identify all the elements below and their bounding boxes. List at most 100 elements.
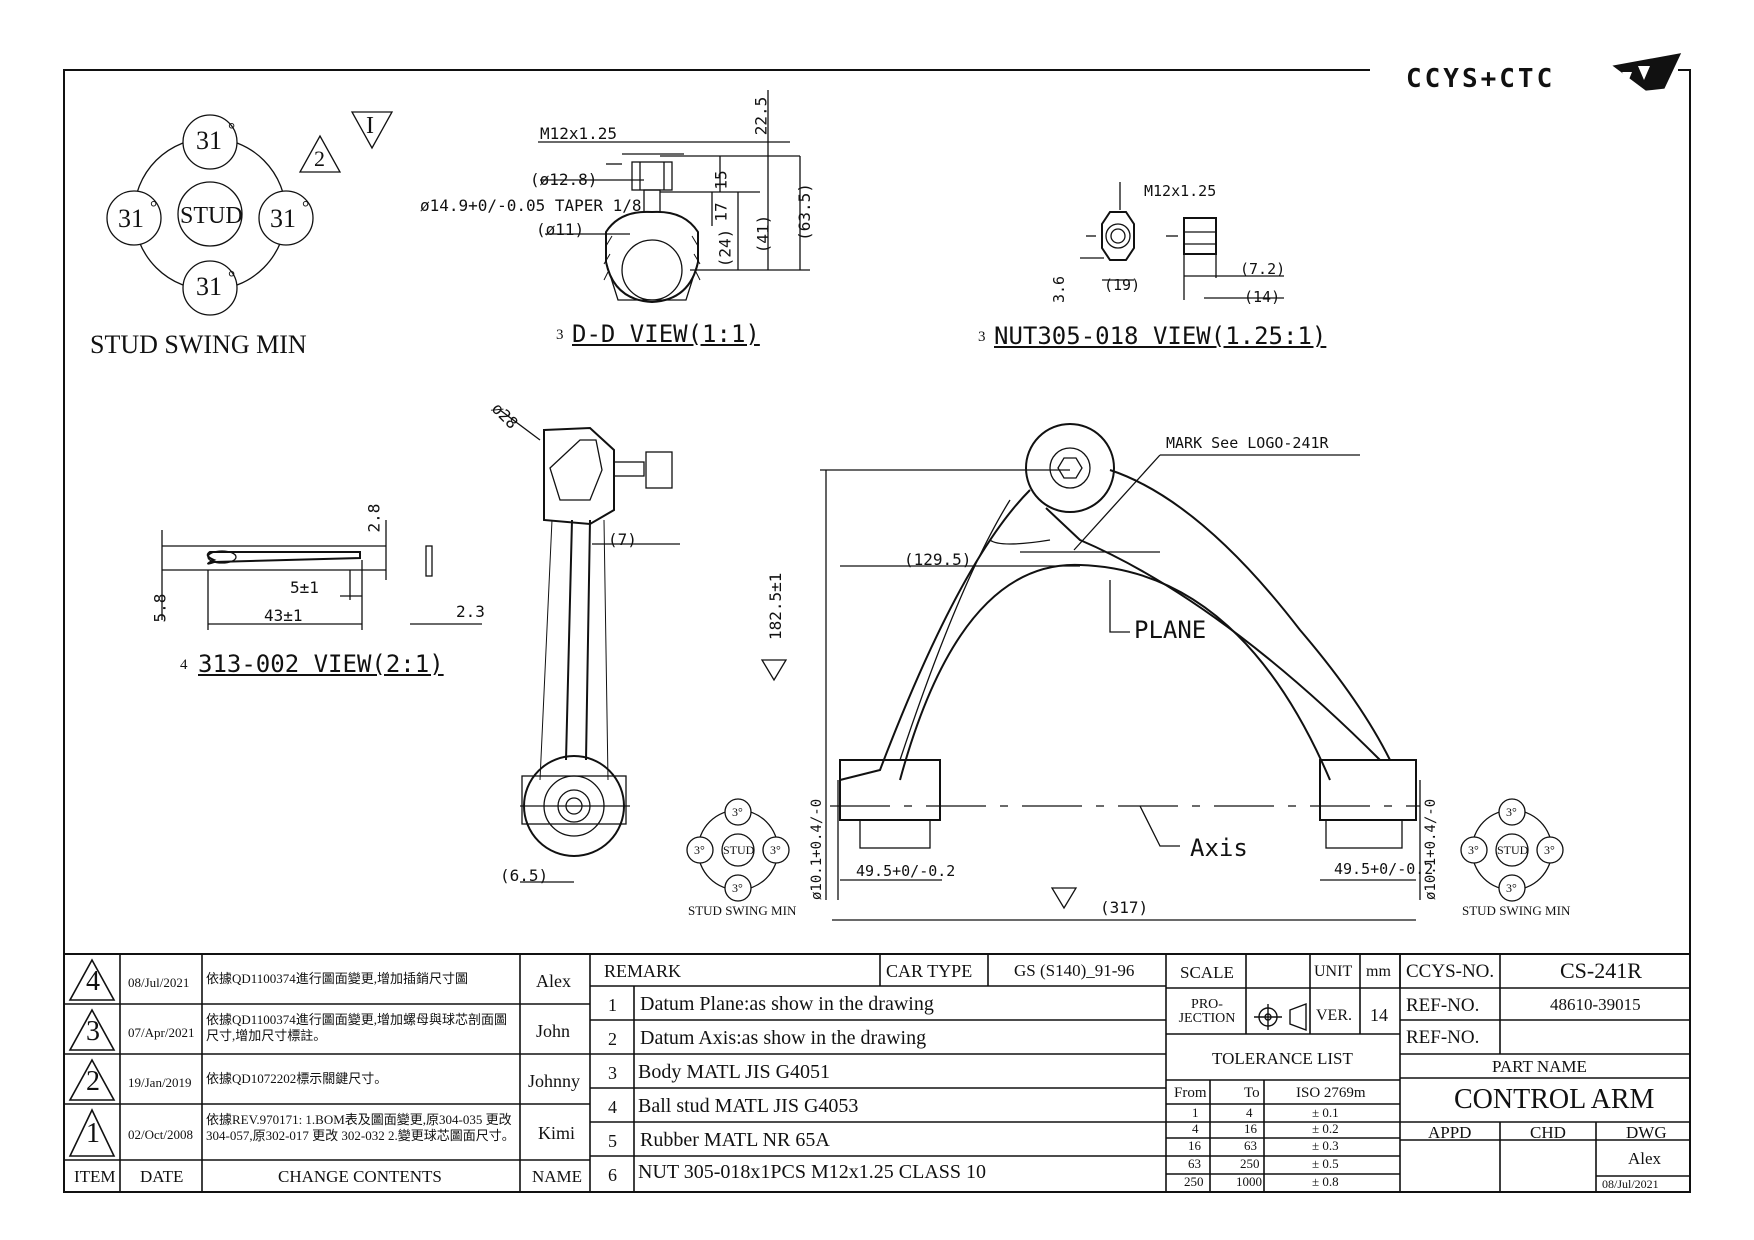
tol-row5-to: 1000: [1236, 1174, 1262, 1189]
main-dim-49-5-left: 49.5+0/-0.2: [856, 862, 956, 880]
rev-change-1: 依據REV.970171: 1.BOM表及圖面變更,原304-035 更改304…: [206, 1112, 515, 1143]
nut-dim-19: (19): [1104, 276, 1141, 294]
main-dim-129-5: (129.5): [904, 550, 972, 569]
rev-item-4: 4: [86, 966, 100, 997]
tol-row3-to: 63: [1244, 1138, 1257, 1153]
tol-row1-tol: ± 0.1: [1312, 1105, 1339, 1120]
remark-no-2: 2: [608, 1029, 617, 1049]
side-dim-6-5: (6.5): [500, 866, 549, 885]
datum-two-top: 2: [314, 146, 325, 171]
small-swing-right-bottom: 3°: [1506, 881, 1517, 895]
axis-label: Axis: [1190, 834, 1248, 862]
tolerance-title: TOLERANCE LIST: [1212, 1049, 1353, 1068]
rev-date-1: 02/Oct/2008: [128, 1127, 193, 1142]
remark-no-6: 6: [608, 1165, 617, 1185]
small-swing-right-top: 3°: [1506, 805, 1517, 819]
ver-value: 14: [1370, 1005, 1388, 1025]
rev-name-4: Alex: [536, 971, 571, 991]
stud-swing-small-right: [1460, 798, 1564, 902]
drawer-name: Alex: [1628, 1149, 1662, 1168]
small-swing-right-left: 3°: [1468, 843, 1479, 857]
rev-change-2: 依據QD1072202標示關鍵尺寸。: [206, 1071, 388, 1086]
drawn-date: 08/Jul/2021: [1602, 1177, 1659, 1191]
rev-change-3: 依據QD1100374進行圖面變更,增加螺母與球芯剖面圖尺寸,增加尺寸標註。: [206, 1012, 508, 1043]
remark-no-4: 4: [608, 1097, 617, 1117]
swing-deg-right: °: [302, 197, 310, 217]
small-swing-left-caption: STUD SWING MIN: [688, 903, 797, 918]
tol-header-to: To: [1244, 1085, 1260, 1101]
ref-label-1: REF-NO.: [1406, 995, 1480, 1016]
remark-text-3: Body MATL JIS G4051: [638, 1061, 831, 1083]
main-dim-dia10-left: ø10.1+0.4/-0: [809, 798, 825, 900]
small-swing-left-right: 3°: [770, 843, 781, 857]
dd-dim-41: (41): [753, 214, 773, 254]
tol-header-iso: ISO 2769m: [1296, 1085, 1366, 1101]
dd-dim-15: 15: [711, 170, 731, 190]
plane-label: PLANE: [1134, 616, 1207, 644]
remark-no-5: 5: [608, 1131, 617, 1151]
small-swing-left-left: 3°: [694, 843, 705, 857]
tol-row3-from: 16: [1188, 1138, 1201, 1153]
tol-row4-tol: ± 0.5: [1312, 1156, 1339, 1171]
nut-dim-thread: M12x1.25: [1144, 182, 1217, 200]
nut-dim-14: (14): [1244, 288, 1281, 306]
rev-name-1: Kimi: [538, 1123, 576, 1143]
projection-label: PRO- JECTION: [1178, 997, 1236, 1026]
scale-label: SCALE: [1180, 963, 1234, 982]
small-swing-left-bottom: 3°: [732, 881, 743, 895]
pin-dim-43: 43±1: [264, 606, 303, 625]
tol-row2-to: 16: [1244, 1121, 1257, 1136]
ccys-label: CCYS-NO.: [1406, 961, 1495, 982]
dd-view-drawing: [538, 90, 810, 304]
main-dim-dia10-right: ø10.1+0.4/-0: [1423, 798, 1439, 900]
dd-view-rev-mark: 3: [556, 327, 564, 343]
dd-dim-taper: ø14.9+0/-0.05 TAPER 1/8: [420, 196, 642, 215]
control-arm-drawing: [820, 423, 1421, 921]
tol-row5-tol: ± 0.8: [1312, 1174, 1339, 1189]
dwg-label: DWG: [1626, 1123, 1667, 1142]
remark-text-4: Ball stud MATL JIS G4053: [638, 1095, 859, 1117]
company-logo-text: CCYS+CTC: [1406, 64, 1556, 94]
dd-view-title: D-D VIEW(1:1): [572, 320, 760, 348]
rev-item-2: 2: [86, 1066, 100, 1097]
remark-no-3: 3: [608, 1063, 617, 1083]
tol-row2-tol: ± 0.2: [1312, 1121, 1339, 1136]
rev-item-3: 3: [86, 1016, 100, 1047]
logo-mark: [1612, 53, 1682, 91]
dd-dim-dia11: (ø11): [536, 220, 585, 239]
tol-row4-from: 63: [1188, 1156, 1201, 1171]
part-name: CONTROL ARM: [1454, 1084, 1655, 1115]
small-swing-right-center: STUD: [1497, 843, 1529, 857]
small-swing-right-caption: STUD SWING MIN: [1462, 903, 1571, 918]
remark-no-1: 1: [608, 995, 617, 1015]
ver-label: VER.: [1316, 1007, 1352, 1024]
swing-caption: STUD SWING MIN: [90, 330, 307, 359]
tol-row3-tol: ± 0.3: [1312, 1138, 1339, 1153]
dd-dim-22-5: 22.5: [751, 96, 771, 136]
swing-center-label: STUD: [180, 203, 243, 229]
unit-label: UNIT: [1314, 963, 1353, 980]
swing-angle-top: 31: [196, 126, 222, 155]
main-dim-182-5: 182.5±1: [766, 572, 785, 640]
rev-header-item: ITEM: [74, 1167, 116, 1186]
swing-deg-top: °: [228, 119, 236, 139]
rev-item-1: 1: [86, 1118, 100, 1149]
rev-name-2: Johnny: [528, 1071, 581, 1091]
side-view-drawing: [499, 409, 680, 883]
tol-header-from: From: [1174, 1085, 1207, 1101]
pin-view-rev-mark: 4: [180, 657, 188, 673]
rev-header-date: DATE: [140, 1167, 184, 1186]
stud-swing-diagram: [106, 114, 314, 316]
remark-text-1: Datum Plane:as show in the drawing: [640, 993, 934, 1015]
pin-view-title: 313-002 VIEW(2:1): [198, 650, 444, 678]
swing-angle-right: 31: [270, 204, 296, 233]
rev-header-name: NAME: [532, 1167, 583, 1186]
rev-date-3: 07/Apr/2021: [128, 1025, 195, 1040]
appd-label: APPD: [1428, 1123, 1472, 1142]
main-dim-317: (317): [1100, 898, 1149, 917]
small-swing-left-center: STUD: [723, 843, 755, 857]
swing-deg-left: °: [150, 197, 158, 217]
nut-dim-3-6: 3.6: [1050, 275, 1069, 304]
nut-view-rev-mark: 3: [978, 329, 986, 345]
